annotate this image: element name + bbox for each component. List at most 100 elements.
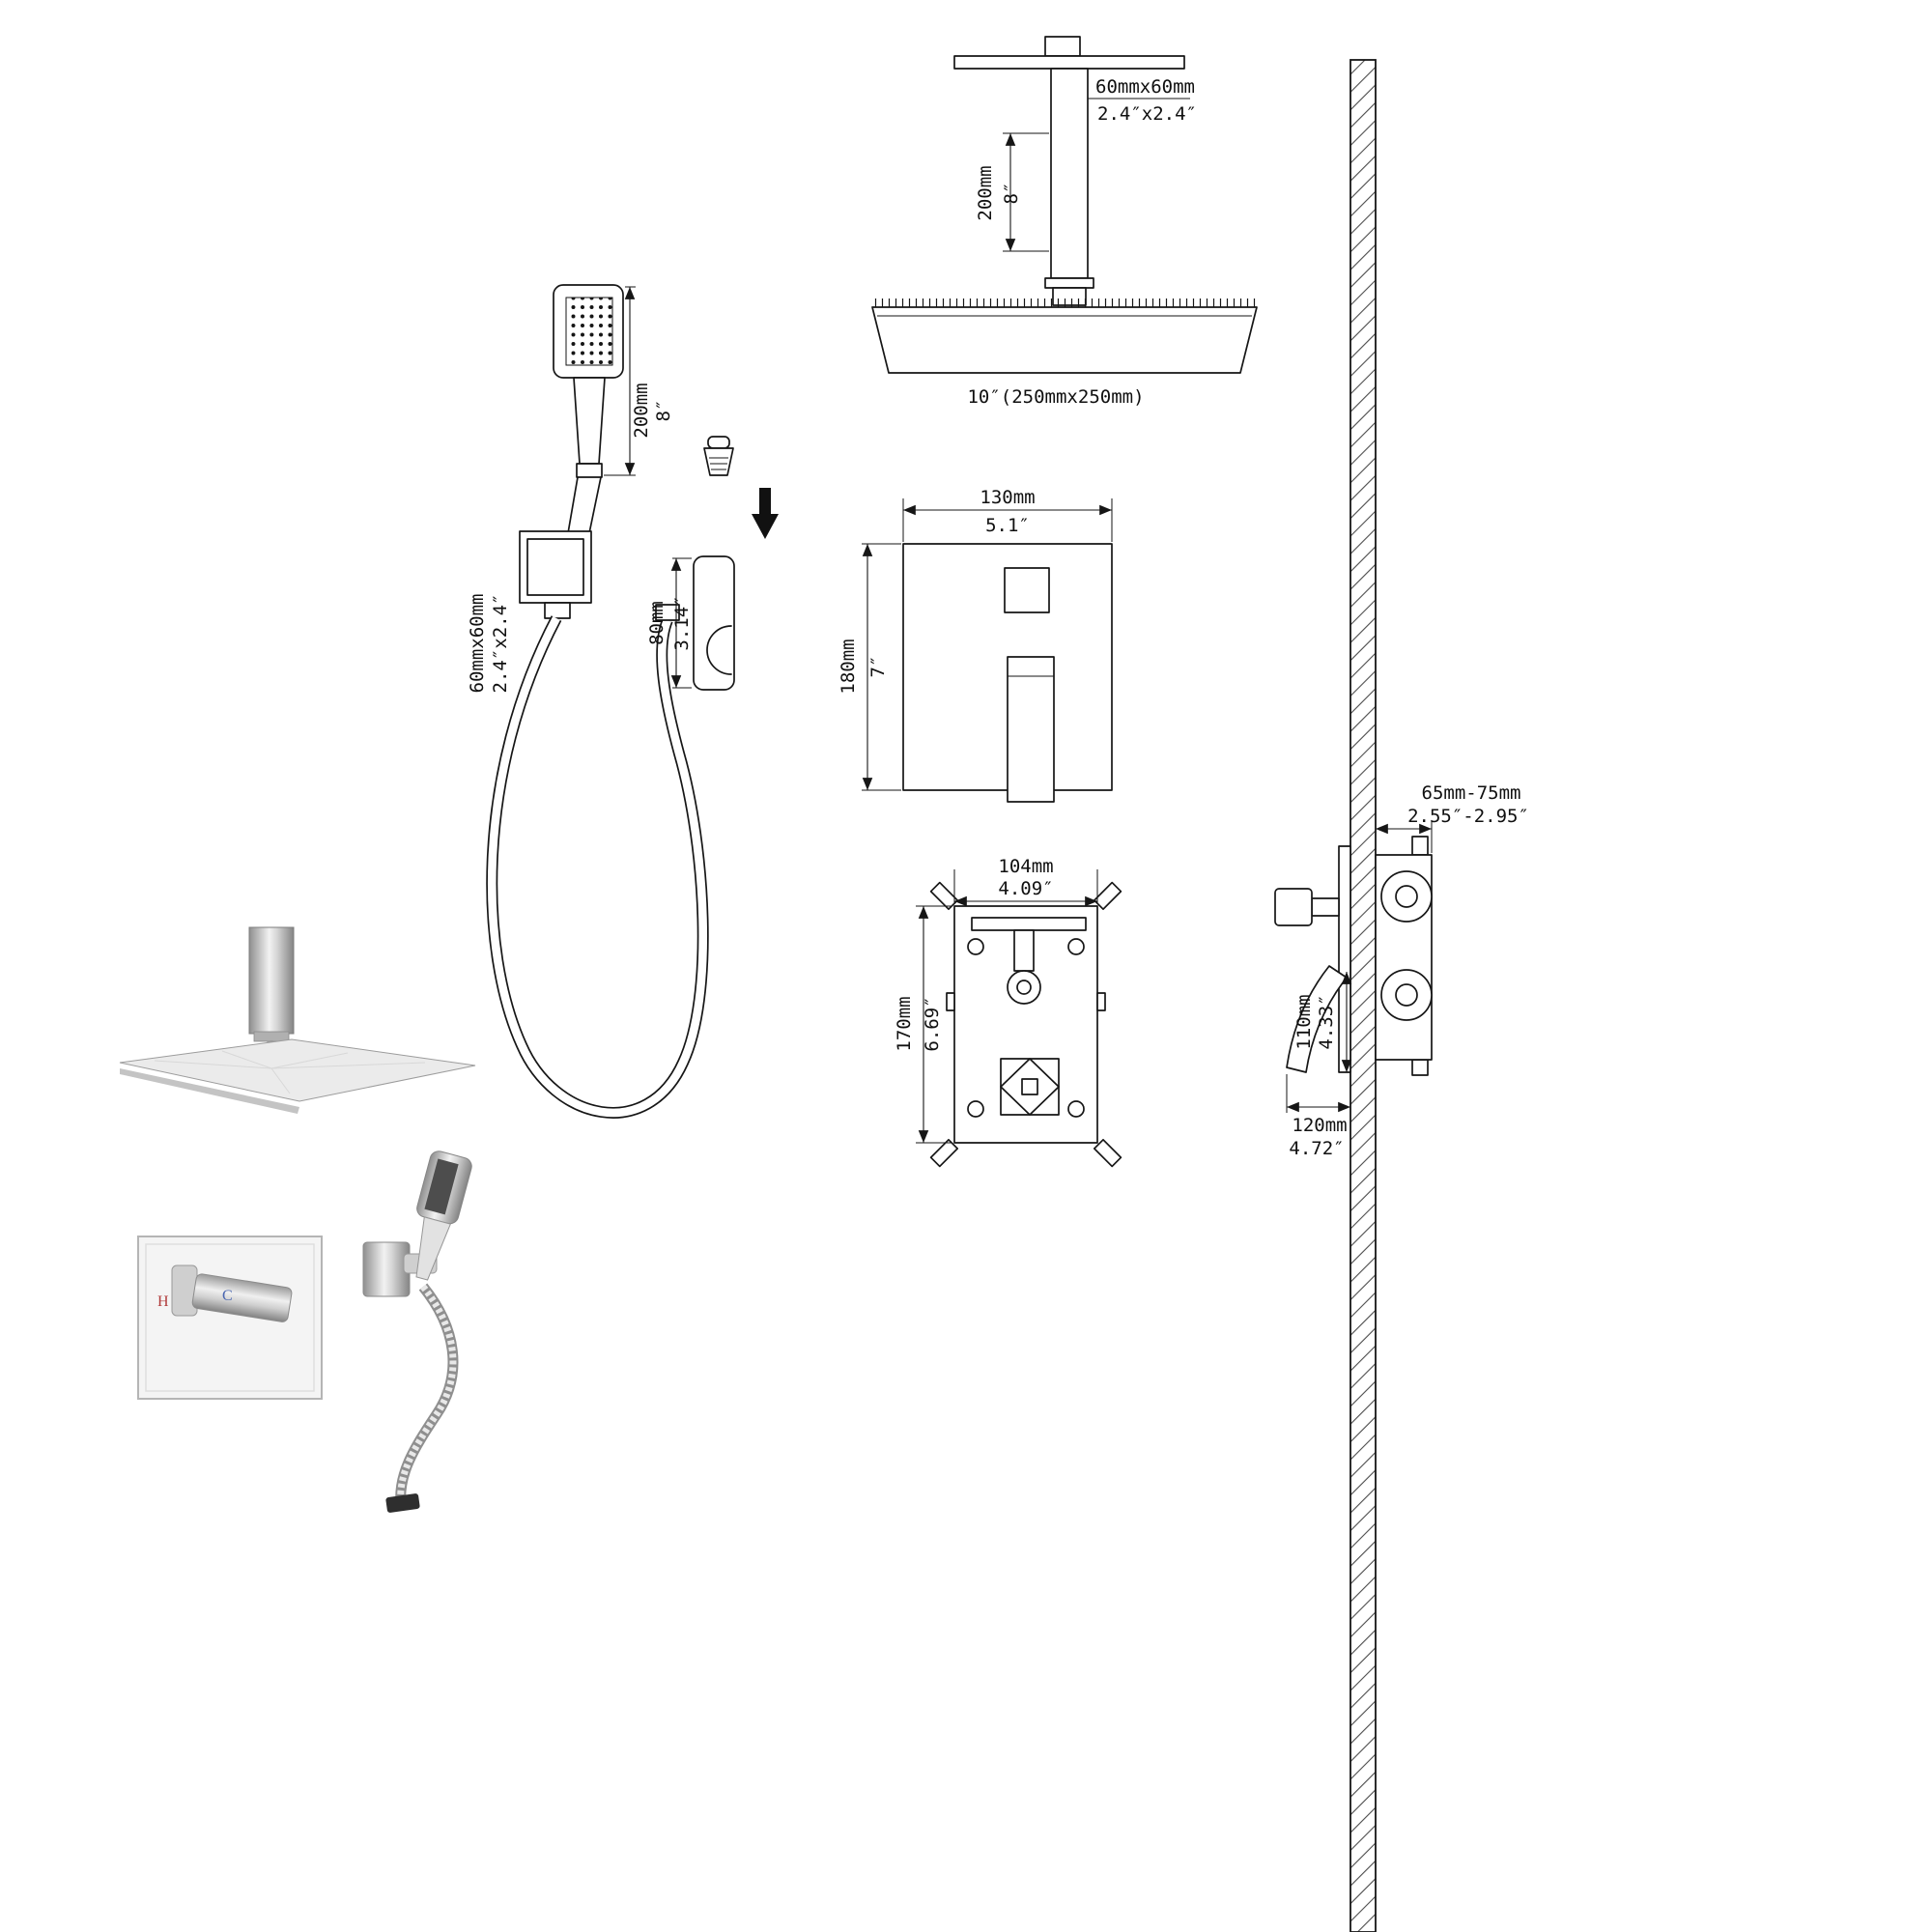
side-view-valve-diagram: 65mm-75mm 2.55″-2.95″ 110mm 4.33″ 120mm … — [1274, 782, 1529, 1159]
render-arm-collar — [253, 1031, 290, 1042]
hand-shower-length-mm-label: 200mm — [631, 383, 652, 438]
mount-tab-bottom — [1411, 1059, 1429, 1076]
handheld-render — [362, 1151, 472, 1513]
render-handle-hub — [171, 1264, 198, 1317]
handle-collar — [576, 463, 603, 478]
plate-texture — [270, 1067, 291, 1094]
handle-to-holder — [588, 476, 602, 534]
trim-height-in-label: 7″ — [867, 656, 889, 678]
ceiling-shower-render — [119, 926, 476, 1114]
valve-height-mm-label: 170mm — [894, 996, 915, 1051]
arm-section-mm-label: 60mmx60mm — [1095, 76, 1195, 98]
trim-width-in-label: 5.1″ — [985, 515, 1030, 536]
wall-depth-mm-label: 65mm-75mm — [1422, 782, 1521, 804]
handle-length-in-label: 4.33″ — [1316, 994, 1337, 1049]
holder-clip — [706, 625, 732, 675]
hose-nut-top — [544, 602, 571, 619]
handle-lever-side — [1286, 965, 1348, 1073]
wall-hatch — [1350, 59, 1377, 1932]
render-plate-edge — [120, 1068, 299, 1114]
mixer-trim-render: H C — [137, 1236, 323, 1400]
corner-clip — [1093, 1138, 1122, 1168]
plate-texture — [221, 1050, 272, 1069]
render-handle-lever — [191, 1273, 293, 1322]
valve-width-mm-label: 104mm — [998, 856, 1053, 877]
trim-width-mm-label: 130mm — [980, 487, 1035, 508]
port-circle-bottom-inner — [1395, 983, 1418, 1007]
trim-handle — [1007, 656, 1055, 803]
hand-shower-length-in-label: 8″ — [653, 400, 674, 422]
connector-cap — [707, 436, 730, 449]
screw-hole — [1067, 938, 1085, 955]
arm-length-mm-label: 200mm — [975, 165, 996, 220]
plate-texture — [154, 1060, 272, 1069]
render-handheld-handle — [415, 1216, 452, 1281]
holder-detail-diagram: 80mm 3.14″ — [646, 436, 779, 691]
spray-face — [565, 297, 613, 366]
screw-hole — [967, 1100, 984, 1118]
wall-mount-plate-inner — [526, 538, 584, 596]
corner-clip — [929, 1138, 959, 1168]
render-trim-plate — [137, 1236, 323, 1400]
arm-length-in-label: 8″ — [1001, 183, 1022, 205]
screw-hole — [967, 938, 984, 955]
cartridge-stem — [1021, 1078, 1038, 1095]
screw-hole — [1067, 1100, 1085, 1118]
render-spray-face — [424, 1158, 459, 1215]
hot-label: H — [157, 1293, 169, 1310]
center-bracket — [1013, 929, 1035, 972]
wall-section — [1350, 59, 1377, 1932]
mount-tab-top — [1411, 836, 1429, 856]
handle-to-holder — [567, 476, 579, 534]
clearance-in-label: 4.72″ — [1289, 1138, 1344, 1159]
render-hose-end — [385, 1493, 420, 1513]
bracket-height-in-label: 3.14″ — [671, 595, 693, 650]
port-circle-top-inner — [1395, 885, 1418, 908]
head-knurling — [872, 298, 1257, 307]
ceiling-fitting — [1044, 36, 1081, 57]
render-trim-bevel — [145, 1243, 315, 1392]
hand-shower-handle — [573, 377, 606, 465]
side-tab — [946, 992, 955, 1011]
side-tab — [1096, 992, 1106, 1011]
render-shower-arm — [248, 926, 295, 1035]
render-showerhead-plate — [119, 1038, 476, 1102]
rough-in-valve-diagram: 104mm 4.09″ 170mm 6.69″ — [894, 856, 1122, 1168]
connector-cone — [703, 447, 734, 476]
corner-clip — [1093, 881, 1122, 911]
diverter-knob-side — [1274, 888, 1313, 926]
shower-arm — [1050, 68, 1089, 279]
valve-height-in-label: 6.69″ — [922, 996, 943, 1051]
clearance-mm-label: 120mm — [1292, 1115, 1347, 1136]
head-size-label: 10″(250mmx250mm) — [967, 386, 1144, 408]
mount-size-in-label: 2.4″x2.4″ — [490, 594, 511, 694]
trim-height-mm-label: 180mm — [838, 639, 859, 694]
plate-texture — [270, 1052, 349, 1069]
hand-shower-diagram: 200mm 8″ 60mmx60mm 2.4″x2.4″ — [467, 284, 709, 1119]
ceiling-arm-diagram: 60mmx60mm 2.4″x2.4″ 200mm 8″ — [953, 36, 1197, 306]
handle-length-mm-label: 110mm — [1293, 994, 1315, 1049]
ceiling-flange — [953, 55, 1185, 70]
top-port-inner — [1016, 980, 1032, 995]
arm-section-in-label: 2.4″x2.4″ — [1097, 103, 1197, 125]
render-handheld-unit — [415, 1151, 472, 1281]
showerhead-body — [871, 306, 1258, 374]
diverter-stem-side — [1311, 897, 1340, 917]
wall-depth-in-label: 2.55″-2.95″ — [1407, 806, 1529, 827]
trim-plate-side — [1338, 845, 1351, 1073]
ceiling-showerhead-diagram: 10″(250mmx250mm) — [871, 298, 1258, 408]
plate-texture — [270, 1062, 426, 1069]
insert-arrow-icon — [752, 488, 779, 539]
diverter-button — [1004, 567, 1050, 613]
valve-width-in-label: 4.09″ — [998, 878, 1053, 899]
arm-collar — [1044, 277, 1094, 289]
corner-clip — [929, 881, 959, 911]
holder-bracket — [693, 555, 735, 691]
render-hose-texture — [397, 1284, 457, 1506]
hose-body — [488, 616, 707, 1118]
top-bracket — [971, 917, 1087, 931]
bracket-height-mm-label: 80mm — [646, 601, 668, 645]
cold-label: C — [222, 1288, 233, 1304]
